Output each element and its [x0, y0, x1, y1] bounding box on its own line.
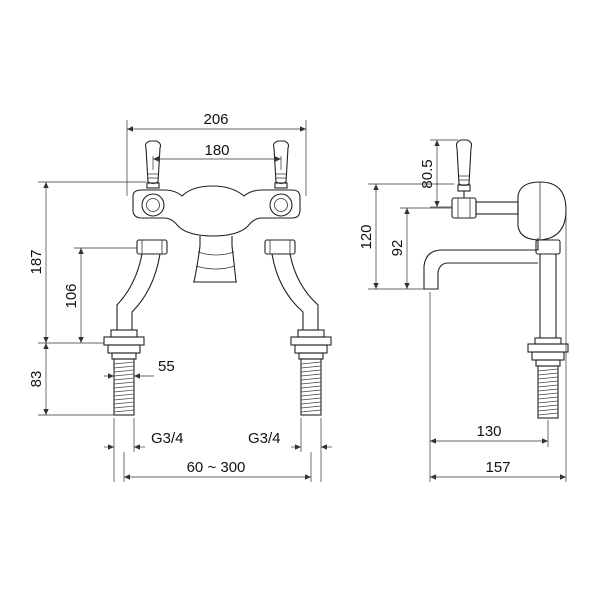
thread-line: [537, 384, 559, 388]
side-lever-handle: [451, 139, 519, 219]
thread-line: [300, 377, 322, 381]
thread-line: [113, 409, 135, 413]
right-lever-handle: [272, 140, 290, 189]
side-spout: [423, 238, 539, 290]
dim-centres-range: 60 ~ 300: [187, 459, 246, 476]
thread-line: [300, 405, 322, 409]
dim-handle-centres: 180: [204, 142, 229, 159]
thread-line: [300, 381, 322, 385]
thread-line: [300, 393, 322, 397]
dim-side-reach: 130: [476, 423, 501, 440]
thread-line: [113, 369, 135, 373]
thread-line: [113, 401, 135, 405]
thread-line: [537, 392, 559, 396]
dim-width-total: 206: [203, 111, 228, 128]
thread-line: [537, 396, 559, 400]
thread-line: [537, 372, 559, 376]
side-body: [517, 181, 567, 241]
thread-line: [300, 365, 322, 369]
side-shank: [527, 337, 569, 419]
thread-line: [300, 389, 322, 393]
right-shank: [290, 329, 332, 416]
side-dimensions: 80.5 120 92 130 157: [358, 139, 567, 482]
right-supply-pipe: [264, 239, 319, 330]
thread-line: [300, 401, 322, 405]
thread-line: [537, 404, 559, 408]
thread-line: [537, 408, 559, 412]
thread-line: [113, 365, 135, 369]
dim-height-body: 106: [63, 283, 80, 308]
side-riser: [535, 239, 561, 338]
left-shank: [103, 329, 145, 416]
dim-side-depth: 157: [485, 459, 510, 476]
thread-line: [113, 389, 135, 393]
left-lever-handle: [144, 140, 162, 189]
thread-line: [537, 412, 559, 416]
thread-line: [300, 397, 322, 401]
thread-line: [113, 381, 135, 385]
dim-side-height-outlet: 92: [389, 240, 406, 257]
thread-line: [300, 361, 322, 365]
dim-side-height-total: 120: [358, 224, 375, 249]
thread-line: [113, 405, 135, 409]
dim-height-total: 187: [28, 249, 45, 274]
thread-line: [113, 373, 135, 377]
thread-line: [537, 400, 559, 404]
thread-line: [537, 380, 559, 384]
side-view: [423, 139, 569, 419]
dim-shank-width: 55: [158, 358, 175, 375]
left-supply-pipe: [116, 239, 168, 330]
thread-line: [113, 385, 135, 389]
front-view: [103, 140, 332, 416]
dim-side-handle-height: 80.5: [419, 159, 436, 188]
thread-line: [300, 409, 322, 413]
spout: [193, 236, 237, 283]
front-dimensions: 206 180 187 106 83 55 G3/4 G3/: [28, 111, 332, 482]
dim-shank-length: 83: [28, 371, 45, 388]
thread-line: [113, 361, 135, 365]
thread-line: [537, 368, 559, 372]
thread-line: [300, 373, 322, 377]
thread-line: [300, 385, 322, 389]
thread-line: [537, 388, 559, 392]
thread-line: [113, 397, 135, 401]
thread-line: [113, 393, 135, 397]
thread-line: [300, 369, 322, 373]
tap-body: [132, 185, 301, 237]
thread-line: [113, 377, 135, 381]
dim-thread-left: G3/4: [151, 430, 184, 447]
dim-thread-right: G3/4: [248, 430, 281, 447]
thread-line: [537, 376, 559, 380]
